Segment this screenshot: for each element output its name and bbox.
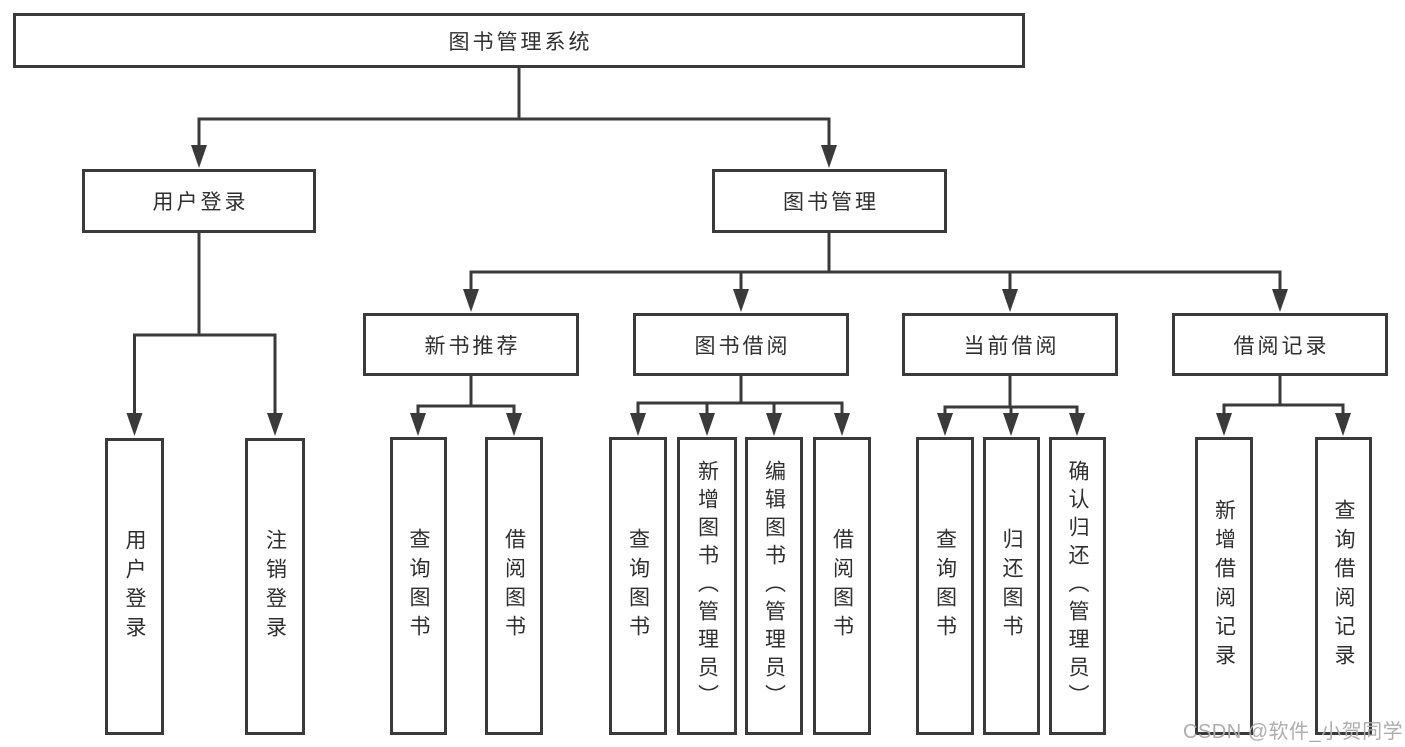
arrow-icon <box>834 413 850 436</box>
arrow-icon <box>1272 289 1288 312</box>
leaf-nb-borrow-books-label: 借阅图书 <box>502 528 526 644</box>
leaf-cb-query-books: 查询图书 <box>916 437 974 735</box>
leaf-bb-add-books-admin: 新增图书（管理员） <box>677 437 737 735</box>
leaf-cb-confirm-return-admin: 确认归还（管理员） <box>1049 437 1106 735</box>
leaf-cb-return-books: 归还图书 <box>983 437 1040 735</box>
leaf-nb-borrow-books: 借阅图书 <box>485 437 543 735</box>
arrow-icon <box>1335 413 1351 436</box>
arrow-icon <box>267 413 283 436</box>
node-library-system: 图书管理系统 <box>13 13 1025 68</box>
node-user-login: 用户登录 <box>82 169 316 233</box>
leaf-cb-confirm-return-admin-label: 确认归还（管理员） <box>1066 460 1089 712</box>
node-new-book-recommend: 新书推荐 <box>363 313 579 376</box>
connector-root-to-level2 <box>197 66 831 149</box>
node-book-borrowing-label: 图书借阅 <box>694 334 791 358</box>
arrow-icon <box>1002 289 1018 312</box>
node-book-management: 图书管理 <box>712 169 947 233</box>
connector-current-borrowing-to-leaves <box>943 374 1079 417</box>
arrow-icon <box>1003 413 1019 436</box>
leaf-nb-query-books-label: 查询图书 <box>407 528 430 644</box>
arrow-icon <box>1069 413 1085 436</box>
connector-book-borrowing-to-leaves <box>636 374 844 417</box>
leaf-nb-query-books: 查询图书 <box>390 437 447 735</box>
leaf-user-login-label: 用户登录 <box>123 528 146 645</box>
leaf-cb-query-books-label: 查询图书 <box>933 528 957 644</box>
connector-new-book-recommend-to-leaves <box>416 374 516 417</box>
connector-borrowing-records-to-leaves <box>1222 374 1345 417</box>
csdn-watermark: CSDN @软件_小贺同学 <box>1183 721 1404 743</box>
connector-user-login-to-leaves <box>133 231 277 417</box>
arrow-icon <box>699 413 715 436</box>
leaf-user-login: 用户登录 <box>105 438 164 735</box>
leaf-logout-label: 注销登录 <box>263 528 287 645</box>
leaf-bb-borrow-books: 借阅图书 <box>813 437 871 735</box>
node-borrowing-records-label: 借阅记录 <box>1233 334 1330 358</box>
leaf-bb-borrow-books-label: 借阅图书 <box>830 528 854 644</box>
node-library-system-label: 图书管理系统 <box>448 30 593 54</box>
leaf-bb-add-books-admin-label: 新增图书（管理员） <box>695 460 719 712</box>
arrow-icon <box>630 413 646 436</box>
arrow-icon <box>410 413 426 436</box>
connector-book-management-to-level3 <box>469 231 1282 293</box>
leaf-bb-edit-books-admin-label: 编辑图书（管理员） <box>762 460 786 712</box>
arrow-icon <box>463 289 479 312</box>
leaf-br-query-record: 查询借阅记录 <box>1315 437 1372 735</box>
arrow-icon <box>191 145 207 168</box>
node-borrowing-records: 借阅记录 <box>1172 313 1388 376</box>
node-user-login-label: 用户登录 <box>152 191 249 214</box>
node-new-book-recommend-label: 新书推荐 <box>424 334 521 358</box>
arrow-icon <box>1216 413 1232 436</box>
arrow-icon <box>937 413 953 436</box>
node-book-management-label: 图书管理 <box>783 191 879 214</box>
node-book-borrowing: 图书借阅 <box>633 313 849 376</box>
arrow-icon <box>821 145 837 168</box>
leaf-bb-edit-books-admin: 编辑图书（管理员） <box>745 437 803 735</box>
node-current-borrowing-label: 当前借阅 <box>963 334 1060 358</box>
arrow-icon <box>733 289 749 312</box>
arrow-icon <box>766 413 782 436</box>
leaf-br-add-record: 新增借阅记录 <box>1195 437 1253 735</box>
leaf-cb-return-books-label: 归还图书 <box>1000 528 1023 644</box>
node-current-borrowing: 当前借阅 <box>902 313 1118 376</box>
leaf-br-add-record-label: 新增借阅记录 <box>1212 499 1236 673</box>
arrowheads <box>126 145 1351 436</box>
leaf-bb-query-books-label: 查询图书 <box>626 528 650 644</box>
leaf-br-query-record-label: 查询借阅记录 <box>1332 499 1355 673</box>
leaf-bb-query-books: 查询图书 <box>609 437 667 735</box>
arrow-icon <box>126 413 143 436</box>
leaf-logout: 注销登录 <box>245 438 305 735</box>
arrow-icon <box>506 413 522 436</box>
